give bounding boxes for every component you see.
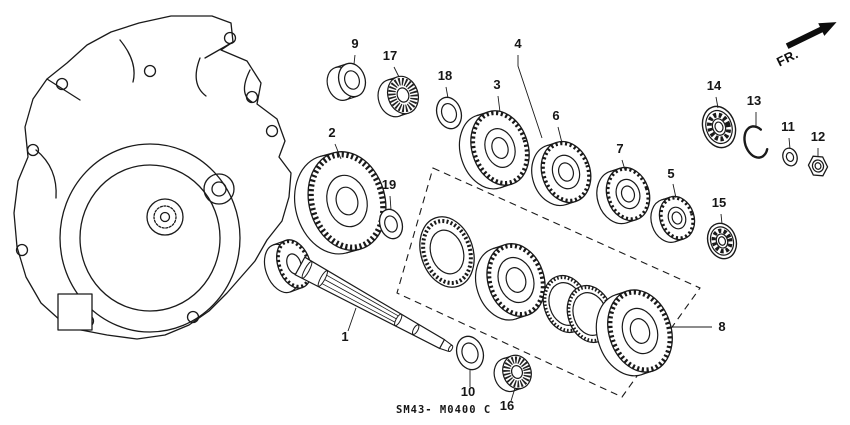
callout-label-7: 7 [616, 141, 623, 156]
bolt-hole [265, 124, 279, 138]
callout-label-3: 3 [493, 77, 500, 92]
callout-17: 17 [383, 48, 400, 78]
callout-label-1: 1 [341, 329, 348, 344]
part-2-gear [293, 151, 387, 255]
part-14-ball-bearing [701, 105, 737, 149]
part-18-washer [435, 96, 463, 130]
fr-direction-arrow: FR. [774, 22, 837, 69]
callout-10: 10 [461, 369, 475, 399]
callout-label-2: 2 [328, 125, 335, 140]
diagram-code: SM43- M0400 C [396, 404, 491, 416]
part-11-washer [782, 147, 798, 167]
callout-label-8: 8 [718, 319, 725, 334]
callout-3: 3 [493, 77, 501, 113]
housing-outline [13, 15, 292, 340]
callout-label-18: 18 [438, 68, 452, 83]
callout-12: 12 [811, 129, 825, 156]
transmission-housing [13, 15, 292, 340]
bolt-hole [223, 31, 237, 45]
callout-19: 19 [382, 177, 396, 211]
bolt-hole [15, 243, 29, 257]
callout-8: 8 [672, 319, 726, 334]
bolt-hole [245, 90, 259, 104]
callout-9: 9 [351, 36, 359, 65]
housing-bore-secondary [203, 173, 235, 205]
callout-label-9: 9 [351, 36, 358, 51]
part-17-needle-bearing [377, 75, 420, 118]
callout-5: 5 [667, 166, 677, 199]
part-7-gear [596, 166, 651, 225]
fr-arrow-shaft [785, 25, 825, 49]
part-10-washer [455, 335, 485, 371]
callout-14: 14 [707, 78, 722, 109]
callout-label-6: 6 [552, 108, 559, 123]
part-1-countershaft [263, 239, 454, 352]
callout-label-5: 5 [667, 166, 674, 181]
callout-7: 7 [616, 141, 626, 171]
fr-label: FR. [774, 46, 801, 69]
callout-label-12: 12 [811, 129, 825, 144]
part-3-gear [458, 110, 530, 190]
part-5-gear [650, 195, 696, 243]
housing-bell-opening-inner [79, 164, 221, 312]
gear-set-synchro-hub [475, 243, 546, 321]
callout-label-13: 13 [747, 93, 761, 108]
part-8-group-boundary [396, 167, 701, 398]
gear-set-gear [595, 289, 673, 377]
callout-2: 2 [328, 125, 342, 160]
part-13-snap-ring [743, 125, 769, 159]
housing-mount-tab [57, 293, 93, 331]
bolt-hole [55, 77, 69, 91]
part-19-spacer [378, 208, 404, 240]
callout-label-4: 4 [514, 36, 522, 51]
part-6-gear [531, 140, 592, 207]
bolt-hole [143, 64, 157, 78]
callout-13: 13 [747, 93, 761, 127]
callout-label-10: 10 [461, 384, 475, 399]
housing-shaft-bore [146, 198, 184, 236]
callout-label-11: 11 [781, 119, 795, 134]
callout-1: 1 [341, 307, 357, 344]
callout-15: 15 [712, 195, 726, 225]
parts-layer [263, 62, 829, 393]
callout-18: 18 [438, 68, 452, 99]
part-16-needle-bearing [493, 354, 532, 393]
housing-bell-opening [59, 143, 241, 333]
callout-16: 16 [500, 387, 516, 413]
bolt-hole [26, 143, 40, 157]
part-9-collar [326, 62, 367, 101]
callout-6: 6 [552, 108, 563, 144]
gear-set-toothed-ring [419, 216, 475, 288]
callout-label-19: 19 [382, 177, 396, 192]
fr-arrow-head [818, 22, 837, 36]
callout-4: 4 [514, 36, 543, 139]
part-15-ball-bearing [706, 222, 738, 260]
callout-label-17: 17 [383, 48, 397, 63]
callout-label-16: 16 [500, 398, 514, 413]
callout-label-14: 14 [707, 78, 722, 93]
bolt-hole [186, 310, 200, 324]
part-12-locknut [807, 155, 829, 177]
callout-11: 11 [781, 119, 795, 150]
callout-label-15: 15 [712, 195, 726, 210]
